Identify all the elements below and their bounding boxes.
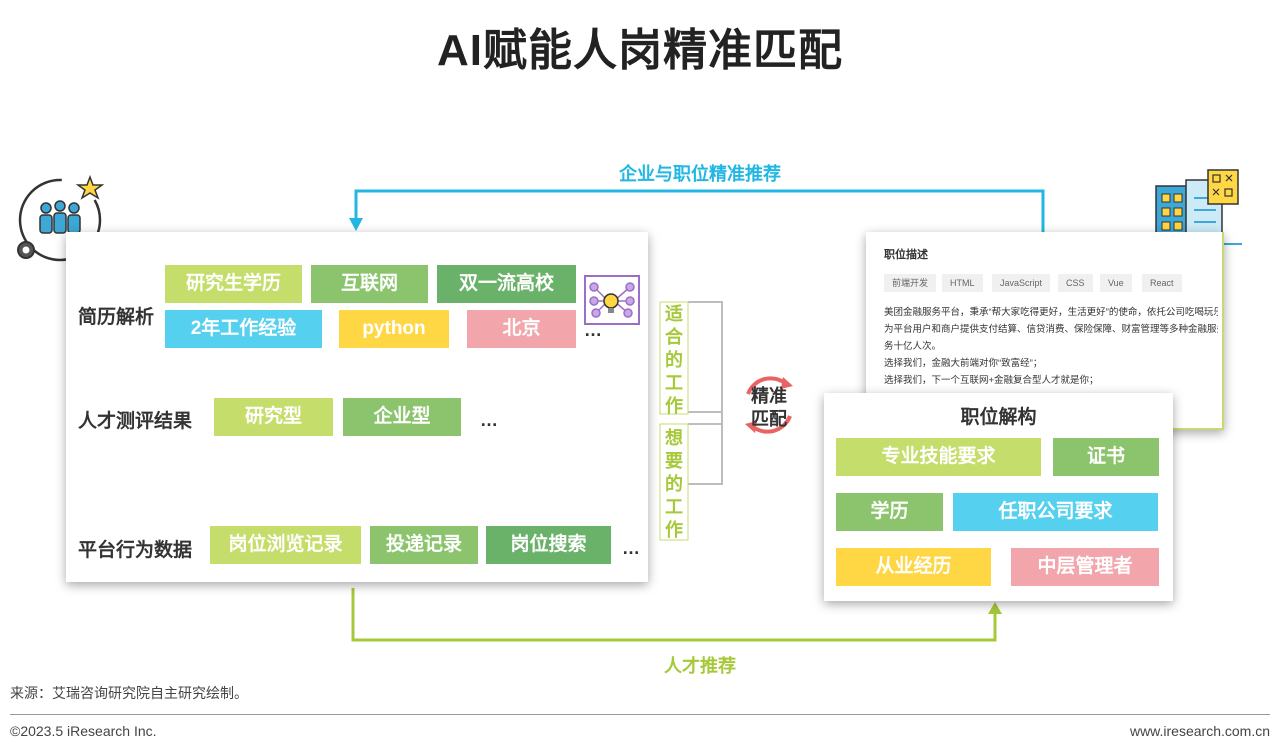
jd-line-1: 美团金融服务平台，秉承“帮大家吃得更好，生活更好”的使命，依托公司吃喝玩乐 (884, 307, 1218, 318)
brain-network-icon (584, 275, 640, 325)
tag-enterprise-type: 企业型 (343, 398, 461, 436)
top-recommend-arrow (354, 189, 1045, 232)
copyright: ©2023.5 iResearch Inc. (10, 723, 157, 739)
tag-work-history: 从业经历 (836, 548, 991, 586)
jd-chip-frontend: 前端开发 (884, 274, 937, 292)
suitable-job-label: 适合的工作 (665, 304, 683, 416)
resume-parse-label: 简历解析 (78, 307, 155, 328)
tag-research-type: 研究型 (214, 398, 333, 436)
people-group-icon (10, 172, 106, 264)
source-note: 来源：艾瑞咨询研究院自主研究绘制。 (10, 685, 248, 701)
tag-company-requirements: 任职公司要求 (953, 493, 1158, 531)
bottom-arrow-label: 人才推荐 (664, 656, 736, 676)
top-arrow-label: 企业与职位精准推荐 (619, 164, 781, 184)
website-link[interactable]: www.iresearch.com.cn (1129, 723, 1270, 739)
jd-chip-css: CSS (1058, 274, 1093, 292)
desired-frame (659, 423, 689, 541)
top-arrow-head (349, 218, 363, 231)
jd-line-2: 为平台用户和商户提供支付结算、信贷消费、保险保障、财富管理等多种金融服务 (884, 324, 1218, 335)
resume-more: … (584, 320, 603, 340)
match-label-line1: 精准 (751, 386, 787, 406)
page-title: AI赋能人岗精准匹配 (437, 26, 843, 75)
tag-python: python (339, 310, 449, 348)
jd-line-3: 务十亿人次。 (884, 341, 942, 352)
refresh-cycle-icon (736, 372, 802, 438)
desired-job-label: 想要的工作 (665, 428, 683, 540)
bottom-arrow-head (988, 602, 1002, 614)
assessment-more: … (480, 410, 499, 430)
tag-professional-skills: 专业技能要求 (836, 438, 1041, 476)
behavior-more: … (622, 538, 641, 558)
footer-divider (10, 714, 1270, 715)
bracket-desired (688, 423, 723, 485)
bracket-suitable (688, 301, 723, 413)
tag-certificate: 证书 (1053, 438, 1159, 476)
platform-behavior-label: 平台行为数据 (78, 540, 193, 561)
jd-chip-html: HTML (942, 274, 983, 292)
tag-education: 学历 (836, 493, 943, 531)
jd-line-5: 选择我们，下一个互联网+金融复合型人才就是你； (884, 375, 1099, 386)
jd-line-4: 选择我们，金融大前端对你“致富经”； (884, 358, 1043, 369)
tag-top-university: 双一流高校 (437, 265, 576, 303)
jd-chip-react: React (1142, 274, 1182, 292)
tag-apply-history: 投递记录 (370, 526, 478, 564)
bottom-recommend-arrow (351, 588, 997, 642)
assessment-result-label: 人才测评结果 (78, 411, 193, 432)
tag-internet: 互联网 (311, 265, 428, 303)
tag-middle-manager: 中层管理者 (1011, 548, 1159, 586)
job-description-heading: 职位描述 (884, 249, 928, 261)
jd-chip-vue: Vue (1100, 274, 1132, 292)
job-structure-heading: 职位解构 (960, 407, 1037, 428)
match-label-line2: 匹配 (751, 409, 787, 429)
tag-beijing: 北京 (467, 310, 576, 348)
jd-chip-javascript: JavaScript (992, 274, 1051, 292)
tag-browse-history: 岗位浏览记录 (210, 526, 361, 564)
tag-job-search: 岗位搜索 (486, 526, 611, 564)
tag-postgraduate: 研究生学历 (165, 265, 302, 303)
suitable-frame (659, 301, 689, 415)
tag-work-experience: 2年工作经验 (165, 310, 322, 348)
